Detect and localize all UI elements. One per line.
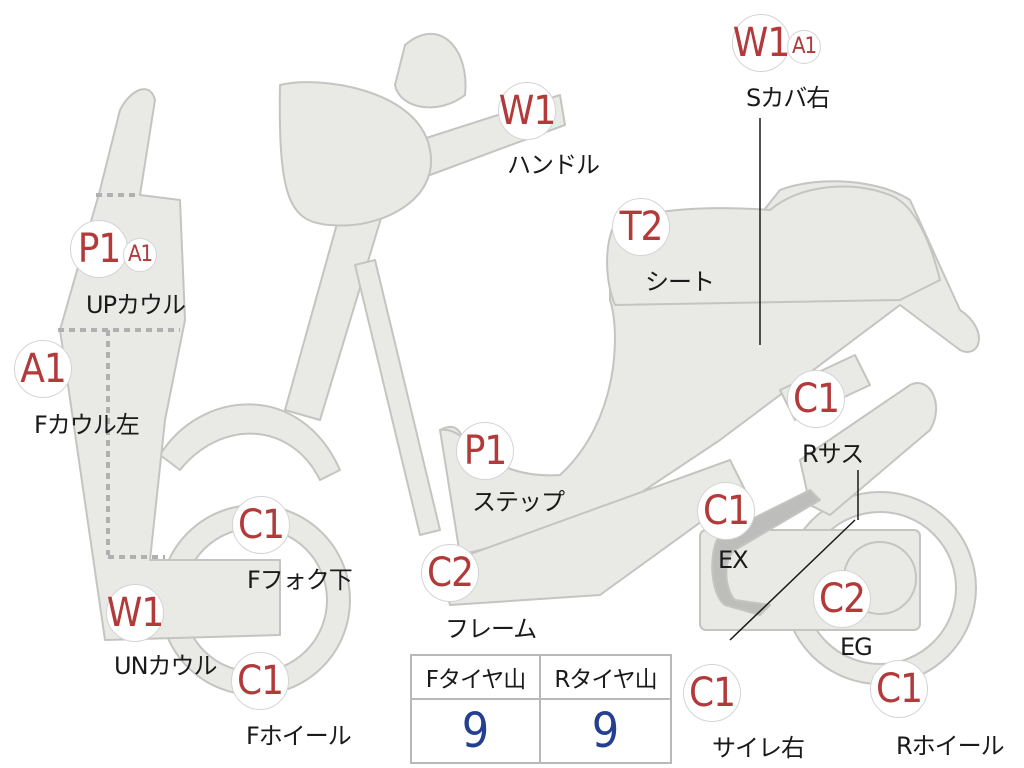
part-label-un-cowl: UNカウル (114, 652, 218, 680)
code-badge: C2 (813, 570, 871, 628)
code-badge: C1 (870, 660, 928, 718)
part-label-r-wheel: Rホイール (896, 732, 1005, 760)
part-label-up-cowl: UPカウル (86, 291, 186, 319)
rear-tire-header: Rタイヤ山 (541, 656, 670, 700)
mirror (394, 32, 467, 109)
code-badge: C1 (787, 370, 845, 428)
part-label-f-fork-lower: Fフォク下 (247, 566, 353, 594)
part-label-frame: フレーム (445, 615, 537, 643)
part-label-s-cover-right: Sカバ右 (746, 84, 830, 112)
rear-tire-value: 9 (591, 703, 620, 759)
fork-tube (354, 259, 441, 536)
tire-tread-table: Fタイヤ山 Rタイヤ山 9 9 (410, 654, 672, 764)
front-tire-header: Fタイヤ山 (412, 656, 541, 700)
front-tire-value: 9 (412, 700, 541, 762)
exhaust-pipe (711, 489, 821, 616)
code-badge: P1 (70, 220, 128, 278)
code-badge: W1 (106, 584, 164, 642)
part-label-handle: ハンドル (507, 151, 600, 179)
code-badge: A1 (14, 340, 72, 398)
rear-shock-body (799, 382, 938, 516)
part-label-muffler-right: サイレ右 (712, 734, 805, 762)
code-badge-secondary: A1 (787, 30, 821, 64)
code-badge-secondary: A1 (123, 238, 157, 272)
part-label-f-wheel: Fホイール (246, 722, 352, 750)
part-label-f-cowl-left: Fカウル左 (34, 411, 140, 439)
code-badge: C1 (697, 482, 755, 540)
part-label-seat: シート (645, 268, 715, 296)
code-badge: C2 (421, 544, 479, 602)
code-badge: W1 (732, 14, 790, 72)
part-label-step: ステップ (472, 488, 565, 516)
headlight (278, 81, 433, 227)
code-badge: C1 (683, 664, 741, 722)
code-badge: P1 (456, 422, 514, 480)
seat (606, 185, 941, 306)
code-badge: W1 (498, 82, 556, 140)
front-fender (159, 403, 341, 481)
part-label-ex: EX (718, 546, 749, 574)
code-badge: T2 (612, 198, 670, 256)
code-badge: C1 (232, 496, 290, 554)
part-label-r-sus: Rサス (802, 440, 864, 468)
part-label-eg: EG (840, 633, 873, 661)
code-badge: C1 (231, 652, 289, 710)
leader-muffler (729, 519, 856, 641)
